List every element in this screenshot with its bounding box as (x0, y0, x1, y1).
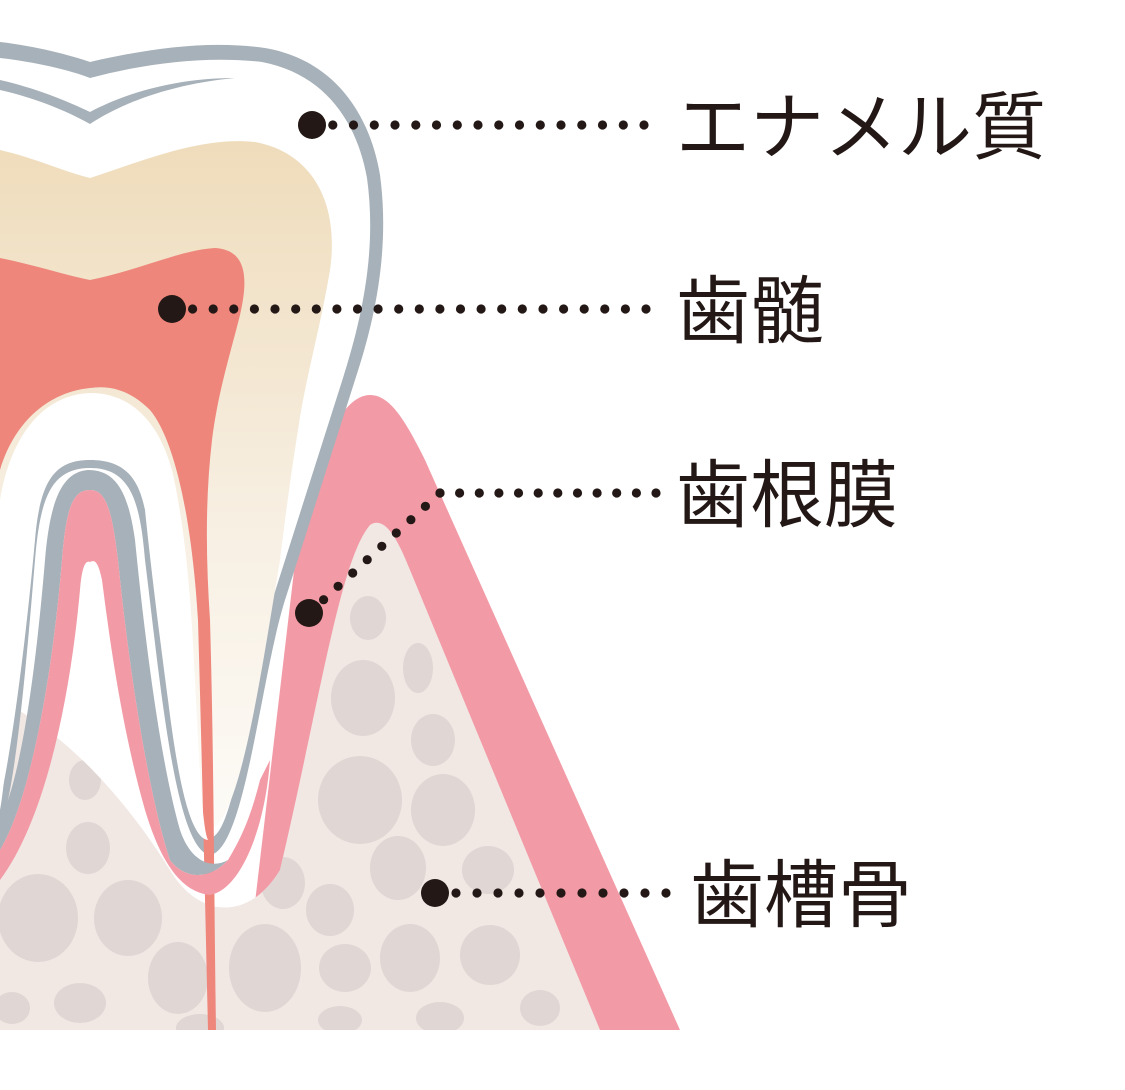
bone-spots (0, 596, 560, 1030)
leader-dot (640, 888, 650, 898)
leader-dot (188, 304, 198, 314)
leader-dot (373, 304, 383, 314)
leader-dot (579, 304, 589, 314)
leader-dot (473, 120, 483, 130)
label-periodontal-ligament: 歯根膜 (676, 453, 898, 539)
leader-dot (455, 304, 466, 314)
leader-dot (620, 304, 631, 314)
leader-dot (472, 888, 482, 898)
leader-dot (661, 888, 671, 898)
leader-dot (332, 304, 342, 314)
leader-dot (394, 304, 404, 314)
leader-dot (535, 120, 545, 130)
leader-dot (451, 888, 461, 898)
leader-dot (639, 120, 649, 130)
leader-dot (333, 581, 343, 591)
leader-dot (319, 595, 329, 605)
leader-dot (229, 304, 239, 314)
leader-dot (390, 120, 400, 130)
root-chamber (0, 393, 208, 840)
bone-leader-dots (451, 888, 671, 898)
leader-dot (538, 304, 548, 314)
leader-dot (556, 888, 566, 898)
pulp (0, 248, 245, 1030)
leader-dot (476, 304, 486, 314)
leader-dot (514, 120, 525, 130)
leader-dot (619, 888, 629, 898)
leader-dot (612, 488, 622, 498)
pulp-marker (158, 295, 186, 323)
leader-dot (474, 488, 484, 498)
periodontal-leader-dots (319, 488, 661, 605)
leader-dot (348, 568, 358, 578)
leader-dot (600, 304, 610, 314)
leader-dot (577, 120, 587, 130)
pulp-leader-dots (188, 304, 651, 314)
leader-dot (362, 555, 372, 565)
alveolar-bone-area (0, 522, 600, 1030)
leader-dot (435, 304, 445, 314)
leader-dot (377, 541, 387, 551)
leader-dot (577, 888, 587, 898)
leader-dot (556, 120, 566, 130)
leader-dot (618, 120, 628, 130)
enamel-marker (298, 111, 326, 139)
leader-dot (494, 120, 504, 130)
leader-dot (348, 120, 359, 130)
leader-dot (592, 488, 602, 498)
leader-dot (651, 488, 661, 498)
leader-dot (420, 501, 430, 511)
leader-dot (435, 488, 445, 498)
leader-dot (513, 488, 524, 498)
root-outline (0, 470, 228, 875)
leader-dot (291, 304, 301, 314)
label-enamel: エナメル質 (676, 85, 1046, 171)
leader-dot (270, 304, 280, 314)
leader-dot (631, 488, 642, 498)
leader-dot (406, 515, 416, 525)
leader-dot (328, 120, 338, 130)
leader-dot (414, 304, 424, 314)
leader-dot (391, 528, 401, 538)
bone-marker (421, 879, 449, 907)
leader-dot (514, 888, 524, 898)
periodontal-marker (295, 599, 323, 627)
leader-dot (597, 120, 608, 130)
label-pulp: 歯髄 (676, 269, 824, 355)
leader-dot (369, 120, 379, 130)
leader-dot (497, 304, 507, 314)
leader-dot (572, 488, 583, 498)
leader-dot (494, 488, 504, 498)
leader-dot (493, 888, 503, 898)
leader-dot (535, 888, 545, 898)
leader-dot (249, 304, 259, 314)
leader-dot (352, 304, 363, 314)
leader-dot (411, 120, 421, 130)
enamel-leader-dots (328, 120, 649, 130)
leader-lines (158, 111, 671, 907)
leader-dot (559, 304, 569, 314)
leader-dot (455, 488, 465, 498)
root-canal-line (85, 567, 122, 780)
leader-dot (533, 488, 543, 498)
leader-dot (452, 120, 462, 130)
leader-dot (553, 488, 563, 498)
leader-dot (598, 888, 608, 898)
root-periodontal (0, 490, 270, 895)
leader-dot (311, 304, 321, 314)
leader-dot (641, 304, 651, 314)
leader-dot (517, 304, 527, 314)
leader-dot (431, 120, 442, 130)
enamel-inner-line (0, 78, 235, 124)
leader-dot (208, 304, 218, 314)
label-alveolar-bone: 歯槽骨 (690, 853, 912, 939)
